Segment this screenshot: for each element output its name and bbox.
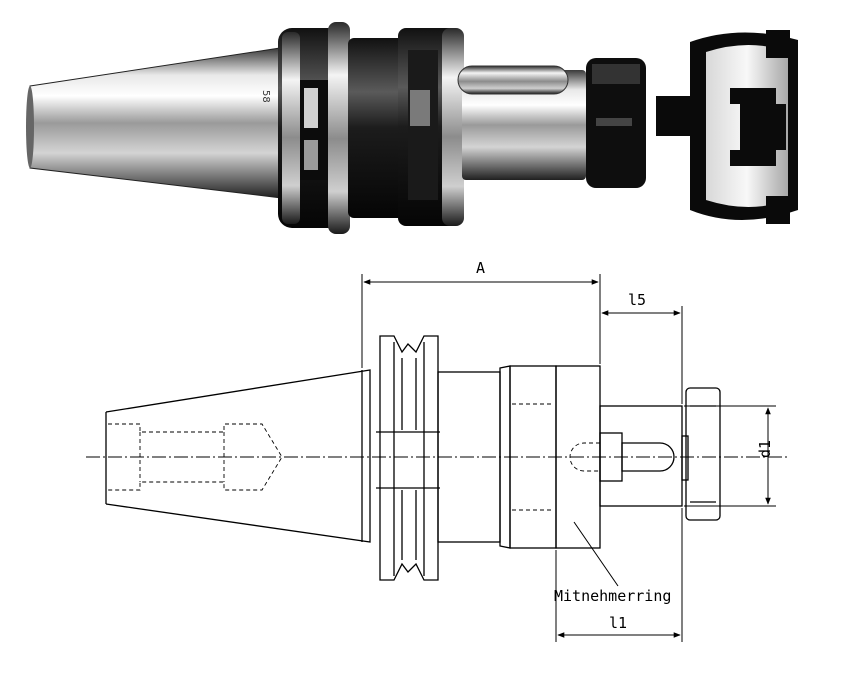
body-outline (437, 365, 557, 549)
screw-head (586, 58, 646, 188)
dimension-l5-label: l5 (628, 291, 646, 309)
nut-outline (681, 387, 721, 521)
arbor (457, 65, 586, 180)
dimension-a (361, 274, 601, 368)
flange (278, 22, 350, 234)
technical-drawing: A l5 d1 l1 Mitnehmerring (86, 259, 788, 642)
drive-ring (656, 30, 798, 224)
flange-outline (376, 335, 440, 581)
dimension-a-label: A (476, 259, 485, 277)
dimension-l5 (601, 306, 683, 404)
dimension-d1 (684, 405, 776, 507)
tool-holder-photo: 58 (26, 22, 798, 234)
dimension-l1-label: l1 (609, 614, 627, 632)
dimension-l1 (555, 508, 683, 642)
arbor-outline (569, 405, 683, 507)
ring-leader (573, 521, 619, 587)
size-marking: 58 (260, 90, 271, 103)
drive-ring-label: Mitnehmerring (554, 587, 671, 605)
taper-shank (26, 47, 283, 199)
taper-outline (105, 369, 371, 543)
dimension-d1-label: d1 (756, 440, 774, 458)
collar (348, 28, 464, 226)
